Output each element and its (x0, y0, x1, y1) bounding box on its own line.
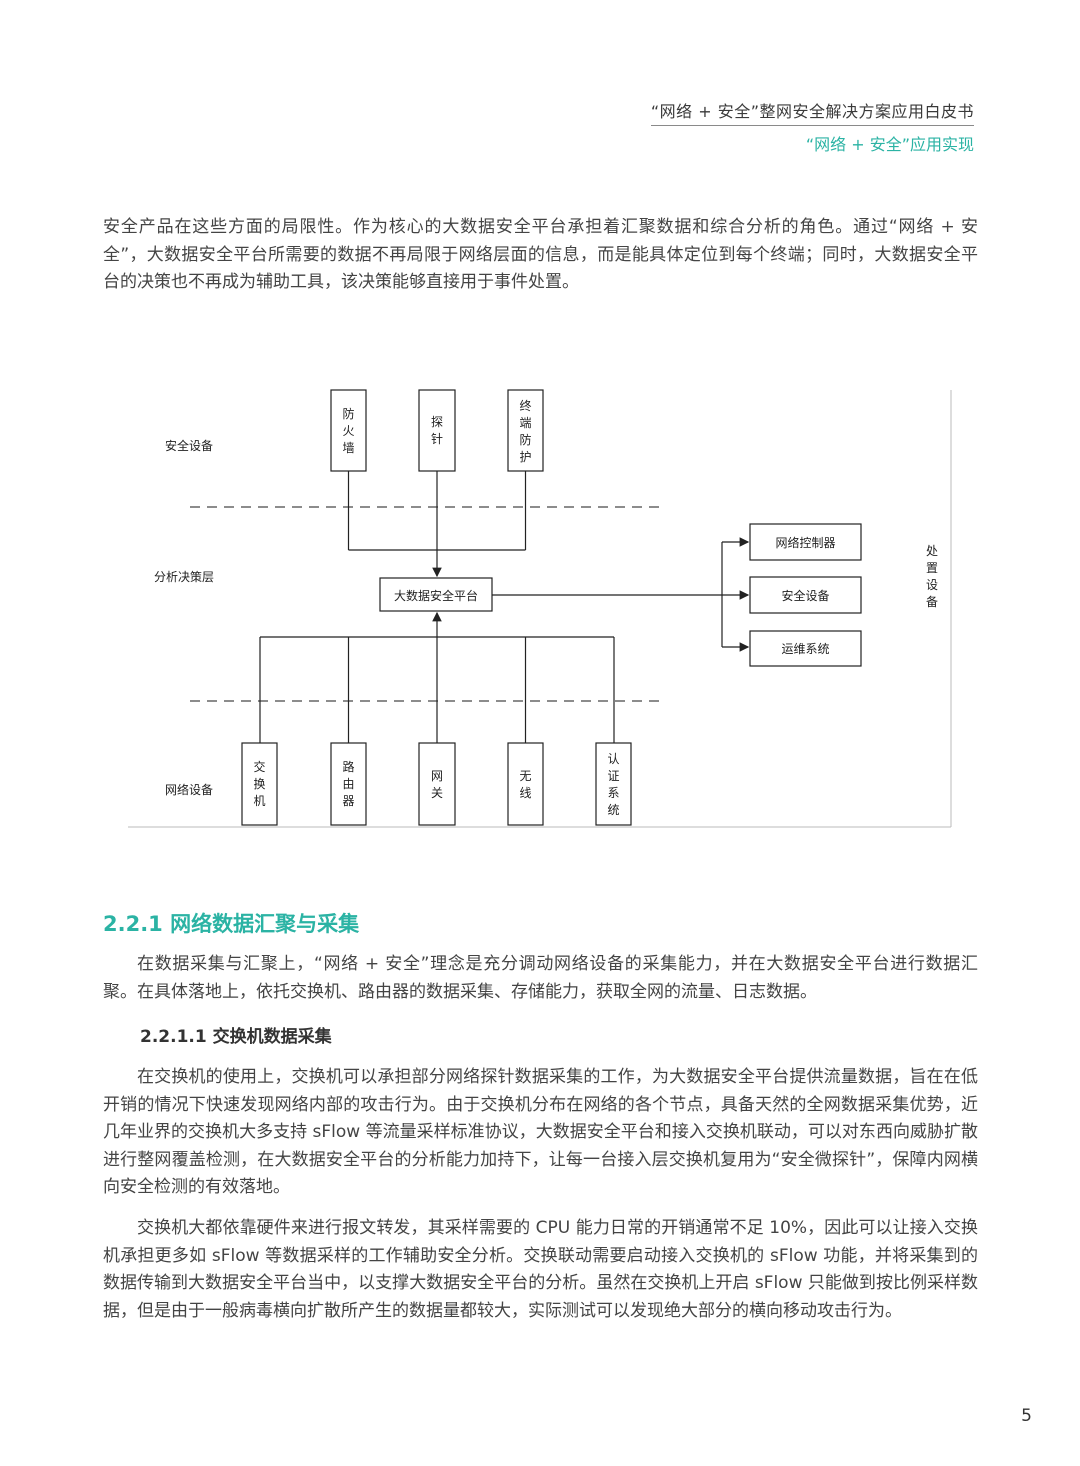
disposal-device-security: 安全设备 (749, 576, 862, 614)
network-device-wireless: 无线 (507, 742, 544, 826)
security-device-label: 防火墙 (342, 406, 354, 455)
section-heading-2-2-1: 2.2.1 网络数据汇聚与采集 (103, 912, 360, 936)
network-device-auth-system: 认证系统 (595, 742, 632, 826)
security-device-endpoint: 终端防护 (507, 389, 544, 472)
network-device-label: 交换机 (253, 759, 265, 808)
disposal-device-label: 安全设备 (781, 588, 829, 603)
layer-label-security: 安全设备 (165, 438, 213, 453)
intro-paragraph: 安全产品在这些方面的局限性。作为核心的大数据安全平台承担着汇聚数据和综合分析的角… (103, 217, 978, 292)
architecture-diagram: 安全设备 分析决策层 网络设备 防火墙 探针 终端防护 大数据安全平台 网络控制… (128, 389, 952, 828)
disposal-device-label: 网络控制器 (775, 535, 835, 550)
network-device-label: 认证系统 (607, 752, 619, 817)
security-device-probe: 探针 (418, 389, 456, 472)
security-device-firewall: 防火墙 (330, 389, 367, 472)
header-subtitle: “网络 + 安全”应用实现 (805, 135, 974, 154)
layer-label-network: 网络设备 (165, 782, 213, 797)
security-device-label: 终端防护 (519, 398, 531, 464)
disposal-label: 处置设备 (926, 544, 938, 609)
disposal-device-label: 运维系统 (781, 642, 829, 656)
platform-label: 大数据安全平台 (394, 588, 478, 603)
section-2-2-1-1-paragraph-2: 交换机大都依靠硬件来进行报文转发，其采样需要的 CPU 能力日常的开销通常不足 … (103, 1218, 978, 1321)
page-number: 5 (1021, 1406, 1032, 1426)
network-device-label: 无线 (519, 769, 531, 800)
network-device-gateway: 网关 (418, 742, 456, 826)
section-2-2-1-paragraph: 在数据采集与汇聚上，“网络 + 安全”理念是充分调动网络设备的采集能力，并在大数… (103, 954, 978, 1002)
network-device-router: 路由器 (330, 742, 367, 826)
header-title: “网络 + 安全”整网安全解决方案应用白皮书 (650, 98, 974, 126)
disposal-device-ops-system: 运维系统 (749, 630, 862, 667)
network-device-label: 路由器 (342, 759, 354, 808)
security-device-label: 探针 (431, 415, 443, 446)
big-data-security-platform: 大数据安全平台 (379, 577, 493, 612)
section-heading-2-2-1-1: 2.2.1.1 交换机数据采集 (140, 1027, 332, 1047)
disposal-device-network-controller: 网络控制器 (749, 523, 862, 561)
page-header: “网络 + 安全”整网安全解决方案应用白皮书 “网络 + 安全”应用实现 (650, 98, 974, 155)
network-device-label: 网关 (431, 769, 443, 800)
section-2-2-1-1-paragraph-1: 在交换机的使用上，交换机可以承担部分网络探针数据采集的工作，为大数据安全平台提供… (103, 1067, 978, 1197)
layer-label-analysis: 分析决策层 (154, 570, 214, 584)
network-device-switch: 交换机 (241, 742, 278, 826)
